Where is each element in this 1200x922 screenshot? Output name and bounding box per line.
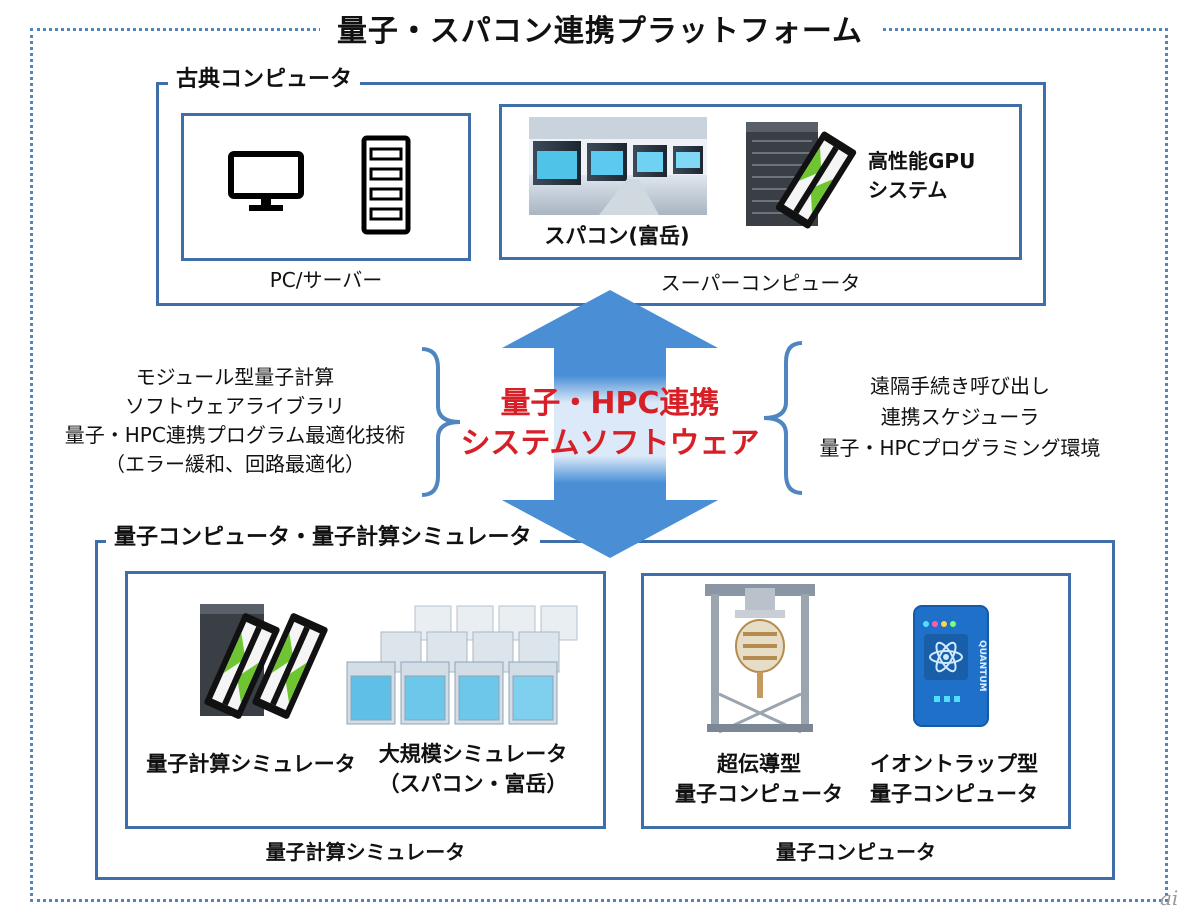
superconducting-qc-image (705, 584, 815, 734)
superconducting-caption-line-1: 超伝導型 (717, 752, 801, 776)
gpu-caption-line-2: システム (868, 178, 948, 202)
right-brace (763, 341, 803, 495)
fugaku-caption: スパコン(富岳) (544, 224, 690, 248)
monitor-icon (228, 151, 304, 211)
bidirectional-arrow (502, 290, 718, 558)
left-text-line-3: 量子・HPC連携プログラム最適化技術 (64, 423, 406, 447)
right-text-line-3: 量子・HPCプログラミング環境 (819, 436, 1101, 460)
left-brace (421, 347, 461, 497)
simulator-box-caption: 量子計算シミュレータ (265, 840, 466, 864)
iontrap-caption-line-2: 量子コンピュータ (870, 782, 1038, 806)
supercomputer-caption: スーパーコンピュータ (660, 271, 861, 295)
large-simulator-caption-line-1: 大規模シミュレータ (378, 742, 568, 766)
pc-server-caption: PC/サーバー (269, 268, 383, 292)
left-text-line-4: （エラー緩和、回路最適化） (105, 452, 365, 476)
right-text-line-1: 遠隔手続き呼び出し (870, 374, 1050, 398)
gpu-caption-line-1: 高性能GPU (868, 149, 976, 173)
superconducting-caption-line-2: 量子コンピュータ (675, 782, 843, 806)
gpu-system-image (746, 122, 857, 229)
iontrap-caption-line-1: イオントラップ型 (870, 752, 1038, 776)
fugaku-datacenter-image (529, 117, 707, 215)
quantum-computer-box-caption: 量子コンピュータ (776, 840, 936, 864)
middleware-title-line-2: システムソフトウェア (460, 426, 760, 461)
watermark-logo: ai (1160, 886, 1179, 910)
gpu-simulator-image (200, 604, 328, 719)
server-icon (361, 135, 411, 235)
large-simulator-image (346, 605, 578, 725)
middleware-title-line-1: 量子・HPC連携 (500, 386, 720, 421)
left-text-line-1: モジュール型量子計算 (135, 365, 335, 389)
classical-panel-label: 古典コンピュータ (168, 66, 361, 94)
arrow-tip-overlay (502, 500, 718, 558)
quantum-device-label: QUANTUM (977, 640, 987, 692)
pc-server-box (181, 113, 471, 261)
iontrap-qc-image: QUANTUM (913, 605, 989, 727)
left-text-line-2: ソフトウェアライブラリ (125, 394, 345, 418)
simulator-item-caption: 量子計算シミュレータ (146, 752, 356, 776)
quantum-panel-label: 量子コンピュータ・量子計算シミュレータ (106, 524, 540, 552)
right-text-line-2: 連携スケジューラ (880, 405, 1040, 429)
page-title: 量子・スパコン連携プラットフォーム (320, 12, 880, 52)
large-simulator-caption-line-2: （スパコン・富岳） (378, 772, 568, 796)
